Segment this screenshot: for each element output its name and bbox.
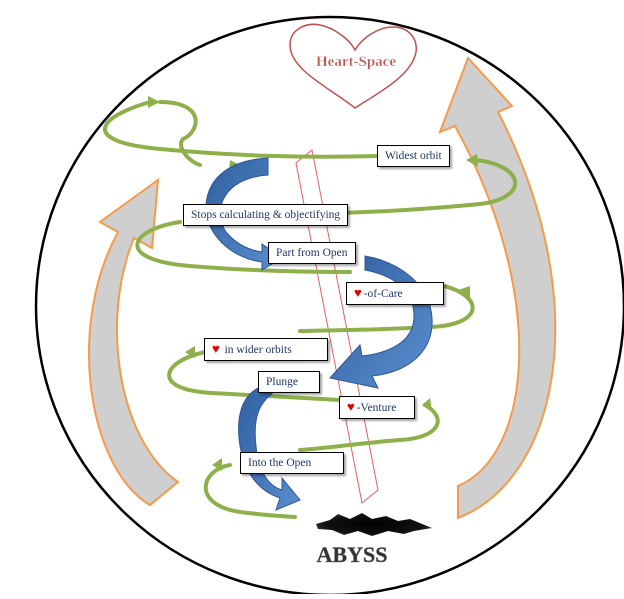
label-heart-venture: ♥-Venture bbox=[339, 396, 415, 419]
label-heart-wider-orbits: ♥ in wider orbits bbox=[204, 338, 328, 361]
label-heart-of-care: ♥-of-Care bbox=[346, 282, 444, 305]
label-part-from-open: Part from Open bbox=[268, 242, 356, 264]
right-return-arrow bbox=[438, 56, 557, 520]
abyss-label: ABYSS bbox=[317, 542, 388, 567]
label-stops-calculating: Stops calculating & objectifying bbox=[183, 204, 349, 226]
heart-shape bbox=[289, 23, 417, 109]
widest-orbit-text: Widest orbit bbox=[385, 150, 442, 162]
heart-of-care-text: -of-Care bbox=[363, 288, 403, 300]
plunge-text: Plunge bbox=[266, 376, 298, 388]
heart-icon: ♥ bbox=[212, 341, 220, 356]
heart-venture-text: -Venture bbox=[356, 402, 397, 414]
heart-icon: ♥ bbox=[347, 399, 355, 414]
stops-calculating-text: Stops calculating & objectifying bbox=[191, 209, 341, 221]
into-the-open-text: Into the Open bbox=[248, 457, 312, 469]
left-return-arrow bbox=[88, 177, 180, 507]
label-widest-orbit: Widest orbit bbox=[377, 145, 450, 167]
central-axis bbox=[295, 149, 379, 504]
heart-wider-orbits-text: in wider orbits bbox=[221, 344, 292, 356]
part-from-open-text: Part from Open bbox=[276, 247, 348, 259]
label-plunge: Plunge bbox=[258, 371, 320, 393]
abyss-blot bbox=[316, 513, 432, 536]
heart-icon: ♥ bbox=[354, 285, 362, 300]
green-orbits bbox=[103, 100, 517, 519]
label-into-the-open: Into the Open bbox=[240, 452, 344, 474]
heart-title: Heart-Space bbox=[316, 54, 396, 70]
